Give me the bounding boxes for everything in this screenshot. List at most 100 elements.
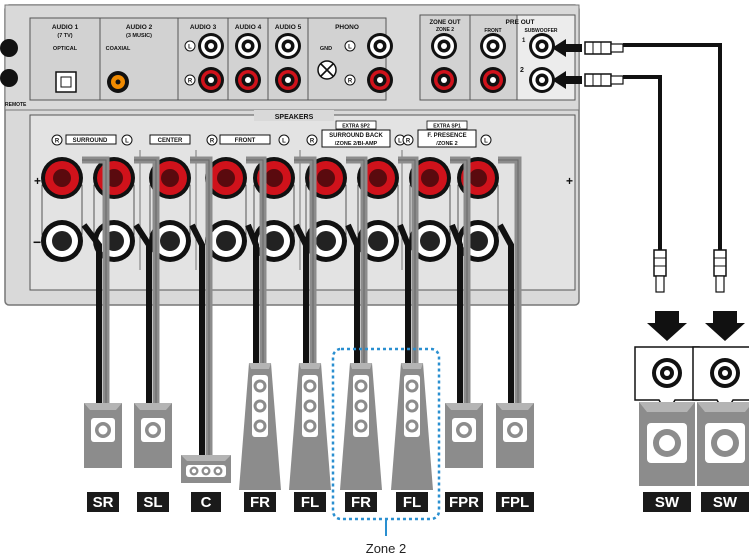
channel-mark bbox=[184, 40, 196, 52]
rca-plug bbox=[653, 249, 667, 293]
speaker-wire bbox=[133, 156, 160, 403]
subwoofer-1: SW bbox=[634, 311, 700, 512]
input-phono-gnd: GND bbox=[320, 46, 332, 52]
speaker-tag-label: FPL bbox=[501, 494, 529, 511]
svg-text:R: R bbox=[55, 139, 60, 145]
channel-mark bbox=[402, 134, 414, 146]
subwoofer-tag-label: SW bbox=[655, 494, 680, 511]
channel-mark bbox=[344, 40, 356, 52]
svg-text:FRONT: FRONT bbox=[235, 138, 256, 144]
rca-jack-red bbox=[367, 67, 393, 93]
zone-out-sub: ZONE 2 bbox=[436, 27, 454, 33]
speaker-terminal-pair bbox=[253, 157, 295, 262]
input-audio2-sub: (3 MUSIC) bbox=[126, 33, 152, 39]
speaker-terminal-pair bbox=[205, 157, 247, 262]
channel-mark bbox=[184, 74, 196, 86]
svg-text:L: L bbox=[188, 45, 192, 51]
svg-text:/ZONE 2: /ZONE 2 bbox=[436, 141, 457, 147]
svg-text:R: R bbox=[406, 139, 411, 145]
svg-text:L: L bbox=[484, 139, 488, 145]
speaker-cables bbox=[81, 156, 522, 455]
rca-jack-white bbox=[480, 33, 506, 59]
speaker-tag-label: FR bbox=[250, 494, 270, 511]
remote-label: REMOTE bbox=[5, 102, 27, 108]
channel-mark bbox=[344, 74, 356, 86]
speakers-title: SPEAKERS bbox=[275, 114, 314, 121]
channel-mark bbox=[206, 134, 218, 146]
speaker-c: C bbox=[181, 455, 231, 512]
speaker-wire bbox=[345, 156, 368, 363]
channel-mark bbox=[121, 134, 133, 146]
svg-text:R: R bbox=[310, 139, 315, 145]
rca-jack-red bbox=[431, 67, 457, 93]
speaker-tag bbox=[294, 492, 326, 512]
speaker-wire bbox=[293, 156, 317, 363]
speaker-tag-label: FR bbox=[351, 494, 371, 511]
speaker-units: SR SL C FR FL FR FL FPR FPL bbox=[84, 363, 534, 512]
input-audio3-title: AUDIO 3 bbox=[190, 24, 217, 31]
speaker-tag bbox=[87, 492, 119, 512]
speaker-group-front: FRONT bbox=[219, 134, 271, 145]
rca-jack-white bbox=[235, 33, 261, 59]
svg-text:L: L bbox=[398, 139, 402, 145]
speaker-tag bbox=[244, 492, 276, 512]
subwoofer-out-jack-1 bbox=[529, 33, 555, 59]
speaker-tag-label: FL bbox=[403, 494, 421, 511]
rca-jack-red bbox=[480, 67, 506, 93]
svg-text:R: R bbox=[188, 79, 193, 85]
zone2-label: Zone 2 bbox=[366, 541, 406, 556]
speaker-fl: FL bbox=[391, 363, 433, 512]
svg-text:SURROUND: SURROUND bbox=[73, 138, 108, 144]
speaker-terminals bbox=[41, 150, 499, 270]
pre-out-title: PRE OUT bbox=[506, 19, 535, 26]
speaker-tag-label: SL bbox=[143, 494, 162, 511]
subwoofer-cables bbox=[552, 39, 727, 293]
channel-mark bbox=[51, 134, 63, 146]
input-audio4-title: AUDIO 4 bbox=[235, 24, 262, 31]
channel-mark bbox=[278, 134, 290, 146]
speaker-fpr: FPR bbox=[445, 403, 483, 512]
rca-jack-white bbox=[431, 33, 457, 59]
rca-jack-white bbox=[367, 33, 393, 59]
down-arrow-icon bbox=[705, 311, 745, 341]
rca-jack-white bbox=[198, 33, 224, 59]
svg-text:F. PRESENCE: F. PRESENCE bbox=[427, 133, 466, 139]
input-phono-title: PHONO bbox=[335, 24, 359, 31]
speaker-wire bbox=[81, 156, 110, 403]
pre-out-front: FRONT bbox=[484, 28, 501, 34]
speaker-wire bbox=[497, 156, 522, 403]
svg-text:SURROUND BACK: SURROUND BACK bbox=[329, 133, 383, 139]
rca-jack-white bbox=[275, 33, 301, 59]
svg-text:EXTRA SP1: EXTRA SP1 bbox=[433, 124, 461, 130]
speaker-tag-label: FL bbox=[301, 494, 319, 511]
connect-arrow-icon bbox=[552, 71, 582, 89]
speaker-tag-label: C bbox=[201, 494, 212, 511]
minus-mark: − bbox=[33, 234, 41, 250]
speaker-sl: SL bbox=[134, 403, 172, 512]
rca-jack-red bbox=[235, 67, 261, 93]
speaker-terminal-pair bbox=[457, 157, 499, 262]
speaker-group-center: CENTER bbox=[149, 134, 191, 145]
svg-text:CENTER: CENTER bbox=[158, 138, 183, 144]
rca-jack-red bbox=[275, 67, 301, 93]
speaker-tag bbox=[445, 492, 483, 512]
rca-plug bbox=[713, 249, 727, 293]
speaker-wire bbox=[245, 156, 267, 363]
subwoofer-tag bbox=[643, 492, 691, 512]
speaker-fr: FR bbox=[239, 363, 281, 512]
svg-text:R: R bbox=[210, 139, 215, 145]
svg-text:L: L bbox=[348, 45, 352, 51]
speaker-tag bbox=[496, 492, 534, 512]
subwoofer-tag bbox=[701, 492, 749, 512]
pre-out-num2: 2 bbox=[520, 67, 524, 74]
speaker-group-f-presence: EXTRA SP1 F. PRESENCE/ZONE 2 bbox=[417, 120, 477, 148]
channel-mark bbox=[306, 134, 318, 146]
speaker-fr: FR bbox=[340, 363, 382, 512]
plus-mark: + bbox=[34, 174, 41, 188]
speaker-tag-label: SR bbox=[93, 494, 114, 511]
speaker-tag bbox=[396, 492, 428, 512]
